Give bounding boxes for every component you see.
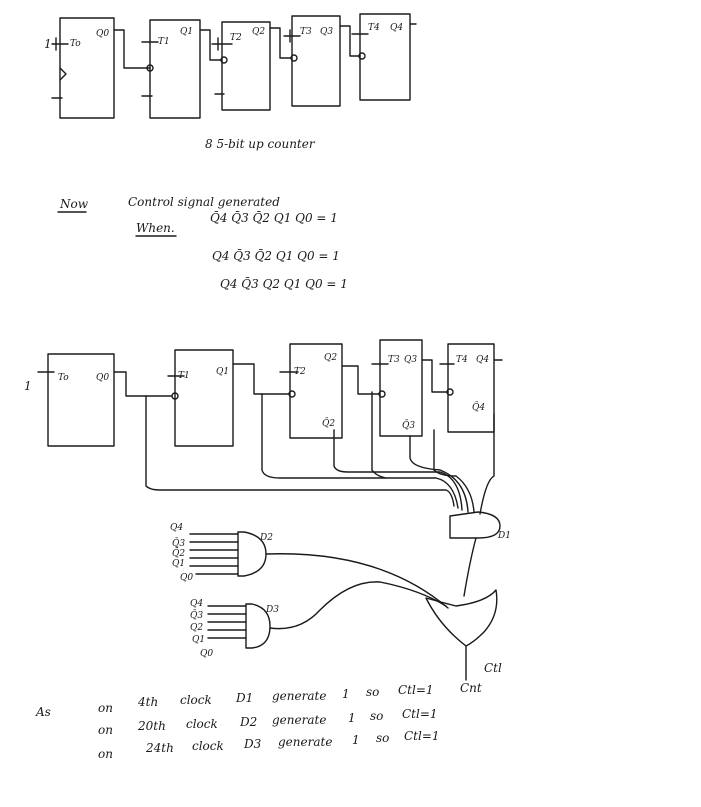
d2-input-q4: Q4: [170, 523, 183, 533]
bottom-q0: Q0: [96, 373, 109, 383]
and-gate-d3: [245, 603, 271, 649]
bottom-ff-3: [379, 339, 423, 437]
notes-as: As: [35, 705, 51, 719]
bottom-q4: Q4: [476, 355, 489, 365]
note1-generate: generate: [272, 689, 326, 703]
note3-count: 24th: [145, 741, 174, 755]
note1-clock: clock: [180, 693, 212, 707]
bottom-t3: T3: [388, 355, 400, 365]
note2-clock: clock: [186, 717, 218, 731]
bottom-q1: Q1: [216, 367, 229, 377]
bottom-t4: T4: [456, 355, 468, 365]
bottom-t2: T2: [294, 367, 306, 377]
top-t4: T4: [368, 23, 380, 33]
note3-generate: generate: [278, 735, 332, 749]
top-caption: 8 5-bit up counter: [205, 137, 316, 151]
note1-ctl: Ctl=1: [398, 683, 434, 697]
top-q0: Q0: [96, 29, 109, 39]
bottom-t1: T1: [178, 371, 190, 381]
bottom-q4-bar: Q̄4: [472, 401, 485, 413]
top-t1: T1: [158, 37, 170, 47]
d2-input-q1: Q1: [172, 559, 185, 569]
d3-input-q1: Q1: [192, 635, 205, 645]
note3-on: on: [98, 747, 113, 761]
bottom-t0: To: [58, 373, 69, 383]
control-text: Now Control signal generated When. Q̄4 Q…: [57, 195, 348, 291]
top-input-one: 1: [44, 37, 52, 51]
bottom-ff-4: [447, 343, 495, 433]
clock-notes: As on 4th clock D1 generate 1 so Ctl=1 o…: [35, 683, 440, 761]
note3-ctl: Ctl=1: [404, 729, 440, 743]
and-gate-d3-group: Q4 Q̄3 Q2 Q1 Q0 D3: [190, 599, 279, 659]
and-gate-d2-group: Q4 Q̄3 Q̄2 Q1 Q0 D2: [170, 523, 273, 583]
top-ff-1: [149, 19, 201, 119]
note1-so: so: [366, 685, 379, 699]
top-t0: To: [70, 39, 81, 49]
d2-input-q3bar: Q̄3: [172, 537, 185, 549]
wire-d1-or: [463, 537, 477, 597]
cnt-output-label: Cnt: [460, 681, 482, 695]
note3-gate: D3: [243, 737, 262, 751]
bottom-ff-1: [174, 349, 234, 447]
note2-so: so: [370, 709, 383, 723]
bottom-q2: Q2: [324, 353, 337, 363]
when-label: When.: [136, 221, 175, 235]
note2-one: 1: [348, 711, 356, 725]
d1-wires: [145, 391, 495, 515]
top-q4: Q4: [390, 23, 403, 33]
d2-label: D2: [259, 533, 273, 543]
note2-count: 20th: [137, 719, 166, 733]
note1-one: 1: [342, 687, 350, 701]
note1-on: on: [98, 701, 113, 715]
bottom-counter: 1 To Q0 T1 Q1 T2 Q2 T3 Q3 T4 Q4 Q̄2 Q̄3 …: [24, 339, 503, 447]
control-expr-3: Q4 Q̄3 Q2 Q1 Q0 = 1: [220, 276, 348, 291]
bottom-q3: Q3: [404, 355, 417, 365]
note2-ctl: Ctl=1: [402, 707, 438, 721]
d3-input-q4: Q4: [190, 599, 203, 609]
d2-input-q0: Q0: [180, 573, 193, 583]
top-t2: T2: [230, 33, 242, 43]
d3-input-q0: Q0: [200, 649, 213, 659]
and-gate-d1: [449, 511, 501, 539]
wire-d2-or: [265, 553, 449, 609]
control-expr-1: Q̄4 Q̄3 Q̄2 Q1 Q0 = 1: [210, 210, 338, 225]
top-q2: Q2: [252, 27, 265, 37]
d1-label: D1: [497, 531, 511, 541]
note2-gate: D2: [239, 715, 257, 729]
top-counter: 1 To Q0 T1 Q1 T2 Q2 T3 Q3 T4 Q4 8 5-bit …: [44, 13, 417, 151]
top-ff-2: [221, 21, 271, 111]
now-label: Now: [59, 197, 89, 211]
top-q1: Q1: [180, 27, 193, 37]
d3-label: D3: [265, 605, 279, 615]
top-t3: T3: [300, 27, 312, 37]
ctl-output-label: Ctl: [484, 661, 502, 675]
note2-generate: generate: [272, 713, 326, 727]
note1-gate: D1: [235, 691, 253, 705]
note1-count: 4th: [137, 695, 158, 709]
wire-d3-or: [269, 581, 447, 630]
bottom-ff-0: [47, 353, 115, 447]
bottom-input-one: 1: [24, 379, 32, 393]
control-heading: Control signal generated: [128, 195, 280, 209]
top-ff-4: [359, 13, 411, 101]
note3-so: so: [376, 731, 389, 745]
note3-clock: clock: [192, 739, 224, 753]
d2-input-q2bar: Q̄2: [172, 547, 185, 559]
d3-input-q3bar: Q̄3: [190, 609, 203, 621]
note3-one: 1: [352, 733, 360, 747]
bottom-q3-bar: Q̄3: [402, 419, 415, 431]
control-expr-2: Q4 Q̄3 Q̄2 Q1 Q0 = 1: [212, 248, 340, 263]
d3-input-q2: Q2: [190, 623, 203, 633]
top-q3: Q3: [320, 27, 333, 37]
bottom-q2-bar: Q̄2: [322, 417, 335, 429]
or-gate: [425, 589, 498, 647]
note2-on: on: [98, 723, 113, 737]
